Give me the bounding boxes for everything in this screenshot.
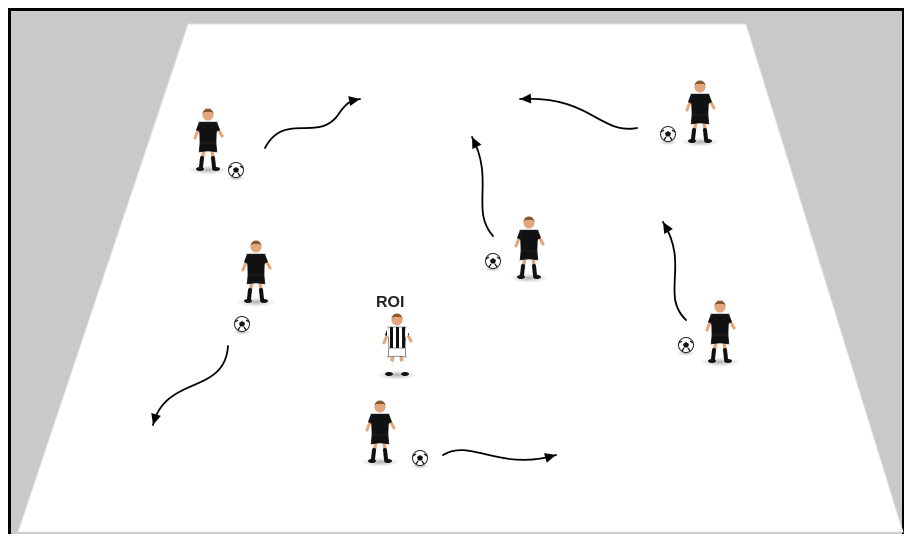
ball-icon (227, 163, 245, 182)
king-label: ROI (376, 294, 404, 311)
ball-icon (411, 451, 429, 470)
ball-icon (659, 127, 677, 146)
ball-icon (484, 254, 502, 273)
pitch-area (18, 24, 903, 532)
ball-icon (677, 338, 695, 357)
ball-icon (233, 317, 251, 336)
